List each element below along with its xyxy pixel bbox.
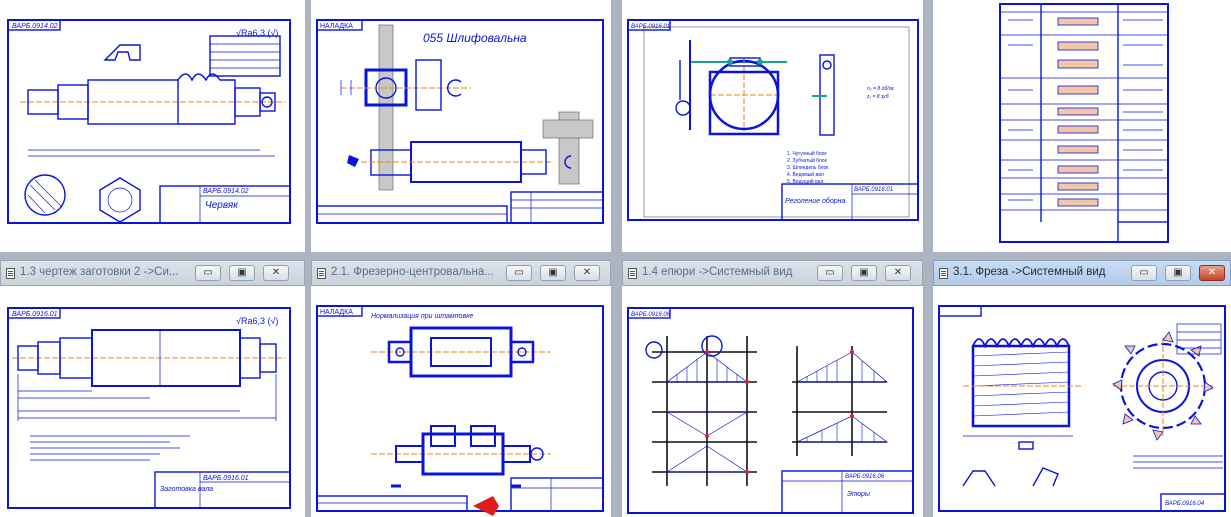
window-2-1-milling-centering[interactable]: 2.1. Фрезерно-центровальна... ▭ ▣ ✕ НАЛА… bbox=[311, 260, 611, 517]
svg-text:ВАРБ.0914.02: ВАРБ.0914.02 bbox=[203, 188, 249, 195]
svg-text:НАЛАДКА: НАЛАДКА bbox=[320, 23, 353, 30]
minimize-button[interactable]: ▭ bbox=[195, 265, 221, 281]
svg-text:НАЛАДКА: НАЛАДКА bbox=[320, 309, 353, 316]
svg-text:ВАРБ.0916.06: ВАРБ.0916.06 bbox=[631, 312, 671, 318]
moment-diagrams-drawing: ВАРБ.0916.06 bbox=[627, 307, 914, 514]
title-bar[interactable]: 3.1. Фреза ->Системный вид ▭ ▣ ✕ bbox=[933, 260, 1231, 286]
kinematic-scheme-drawing: ВАРБ.0916.01 1. Чугунный блок 2. Зубчаты… bbox=[627, 19, 919, 221]
window-top-2[interactable]: НАЛАДКА 055 Шлифовальна bbox=[311, 0, 611, 252]
blank-shaft-drawing: ВАРБ.0916.01 √Ra6,3 (√) ВАРБ.0916.01 Заг… bbox=[7, 307, 291, 509]
window-top-3[interactable]: ВАРБ.0916.01 1. Чугунный блок 2. Зубчаты… bbox=[622, 0, 923, 252]
svg-text:ВАРБ.0916.01: ВАРБ.0916.01 bbox=[203, 475, 249, 482]
window-title: 2.1. Фрезерно-центровальна... bbox=[331, 266, 494, 278]
close-button[interactable]: ✕ bbox=[885, 265, 911, 281]
hob-cutter-drawing: ВАРБ.0916.04 bbox=[938, 305, 1226, 512]
restore-button[interactable]: ▣ bbox=[1165, 265, 1191, 281]
svg-text:ВАРБ.0916.06: ВАРБ.0916.06 bbox=[845, 474, 885, 480]
restore-button[interactable]: ▣ bbox=[540, 265, 566, 281]
svg-text:√Ra6,3 (√): √Ra6,3 (√) bbox=[236, 28, 278, 38]
window-1-3-blank-drawing[interactable]: 1.3 чертеж заготовки 2 ->Си... ▭ ▣ ✕ ВАР… bbox=[0, 260, 305, 517]
window-top-4[interactable] bbox=[933, 0, 1231, 252]
document-icon bbox=[628, 268, 637, 279]
svg-text:Эпюры: Эпюры bbox=[847, 491, 871, 498]
svg-text:ВАРБ.0916.01: ВАРБ.0916.01 bbox=[12, 311, 58, 318]
svg-text:Нормализация при штамповке: Нормализация при штамповке bbox=[371, 313, 473, 320]
drawing-canvas[interactable]: ВАРБ.0916.01 1. Чугунный блок 2. Зубчаты… bbox=[622, 0, 923, 252]
svg-text:z₁ = 8 зуб: z₁ = 8 зуб bbox=[866, 94, 889, 100]
minimize-button[interactable]: ▭ bbox=[506, 265, 532, 281]
window-title: 3.1. Фреза ->Системный вид bbox=[953, 266, 1106, 278]
window-1-4-diagrams[interactable]: 1.4 епюри ->Системный вид ▭ ▣ ✕ ВАРБ.091… bbox=[622, 260, 923, 517]
svg-text:ВАРБ.0916.01: ВАРБ.0916.01 bbox=[631, 24, 670, 30]
drawing-canvas[interactable]: НАЛАДКА 055 Шлифовальна bbox=[311, 0, 611, 252]
process-route-sheet bbox=[999, 3, 1169, 243]
title-bar[interactable]: 2.1. Фрезерно-центровальна... ▭ ▣ ✕ bbox=[311, 260, 611, 286]
svg-text:√Ra6,3 (√): √Ra6,3 (√) bbox=[236, 316, 278, 326]
close-button[interactable]: ✕ bbox=[1199, 265, 1225, 281]
document-icon bbox=[6, 268, 15, 279]
svg-text:5. Ведущий вал: 5. Ведущий вал bbox=[787, 178, 823, 185]
milling-setup-drawing: НАЛАДКА Нормализация при штамповке bbox=[316, 305, 604, 516]
close-button[interactable]: ✕ bbox=[574, 265, 600, 281]
title-bar[interactable]: 1.4 епюри ->Системный вид ▭ ▣ ✕ bbox=[622, 260, 923, 286]
svg-text:ВАРБ.0914.02: ВАРБ.0914.02 bbox=[12, 23, 58, 30]
drawing-canvas[interactable]: НАЛАДКА Нормализация при штамповке bbox=[311, 286, 611, 517]
drawing-canvas[interactable]: ВАРБ.0914.02 √Ra6,3 (√) ВАРБ.0914.02 Чер… bbox=[0, 0, 305, 252]
document-icon bbox=[317, 268, 326, 279]
minimize-button[interactable]: ▭ bbox=[1131, 265, 1157, 281]
svg-text:2. Зубчатый блок: 2. Зубчатый блок bbox=[787, 157, 828, 164]
svg-text:055 Шлифовальна: 055 Шлифовальна bbox=[423, 31, 527, 45]
svg-text:Червяк: Червяк bbox=[205, 200, 239, 211]
window-3-1-mill-cutter[interactable]: 3.1. Фреза ->Системный вид ▭ ▣ ✕ bbox=[933, 260, 1231, 517]
drawing-canvas[interactable]: ВАРБ.0916.06 bbox=[622, 286, 923, 517]
minimize-button[interactable]: ▭ bbox=[817, 265, 843, 281]
restore-button[interactable]: ▣ bbox=[851, 265, 877, 281]
drawing-canvas[interactable] bbox=[933, 0, 1231, 252]
svg-text:ВАРБ.0916.04: ВАРБ.0916.04 bbox=[1165, 501, 1205, 507]
drawing-canvas[interactable]: ВАРБ.0916.01 √Ra6,3 (√) ВАРБ.0916.01 Заг… bbox=[0, 286, 305, 517]
window-title: 1.4 епюри ->Системный вид bbox=[642, 266, 793, 278]
svg-text:Реголение оборна: Реголение оборна bbox=[785, 197, 845, 205]
close-button[interactable]: ✕ bbox=[263, 265, 289, 281]
svg-text:3. Шпиндель блок: 3. Шпиндель блок bbox=[787, 165, 829, 171]
svg-text:ВАРБ.0916.01: ВАРБ.0916.01 bbox=[854, 187, 893, 193]
drawing-canvas[interactable]: ВАРБ.0916.04 bbox=[933, 286, 1231, 517]
grinding-setup-drawing: НАЛАДКА 055 Шлифовальна bbox=[316, 19, 604, 224]
svg-text:1. Чугунный блок: 1. Чугунный блок bbox=[787, 150, 827, 157]
svg-text:n₂ = 8 об/хв: n₂ = 8 об/хв bbox=[867, 86, 894, 92]
document-icon bbox=[939, 268, 948, 279]
svg-text:4. Ведомый вал: 4. Ведомый вал bbox=[787, 171, 824, 178]
worm-drawing: ВАРБ.0914.02 √Ra6,3 (√) ВАРБ.0914.02 Чер… bbox=[7, 19, 291, 224]
svg-text:Заготовка вала: Заготовка вала bbox=[160, 486, 213, 493]
restore-button[interactable]: ▣ bbox=[229, 265, 255, 281]
title-bar[interactable]: 1.3 чертеж заготовки 2 ->Си... ▭ ▣ ✕ bbox=[0, 260, 305, 286]
window-top-1[interactable]: ВАРБ.0914.02 √Ra6,3 (√) ВАРБ.0914.02 Чер… bbox=[0, 0, 305, 252]
window-title: 1.3 чертеж заготовки 2 ->Си... bbox=[20, 266, 179, 278]
